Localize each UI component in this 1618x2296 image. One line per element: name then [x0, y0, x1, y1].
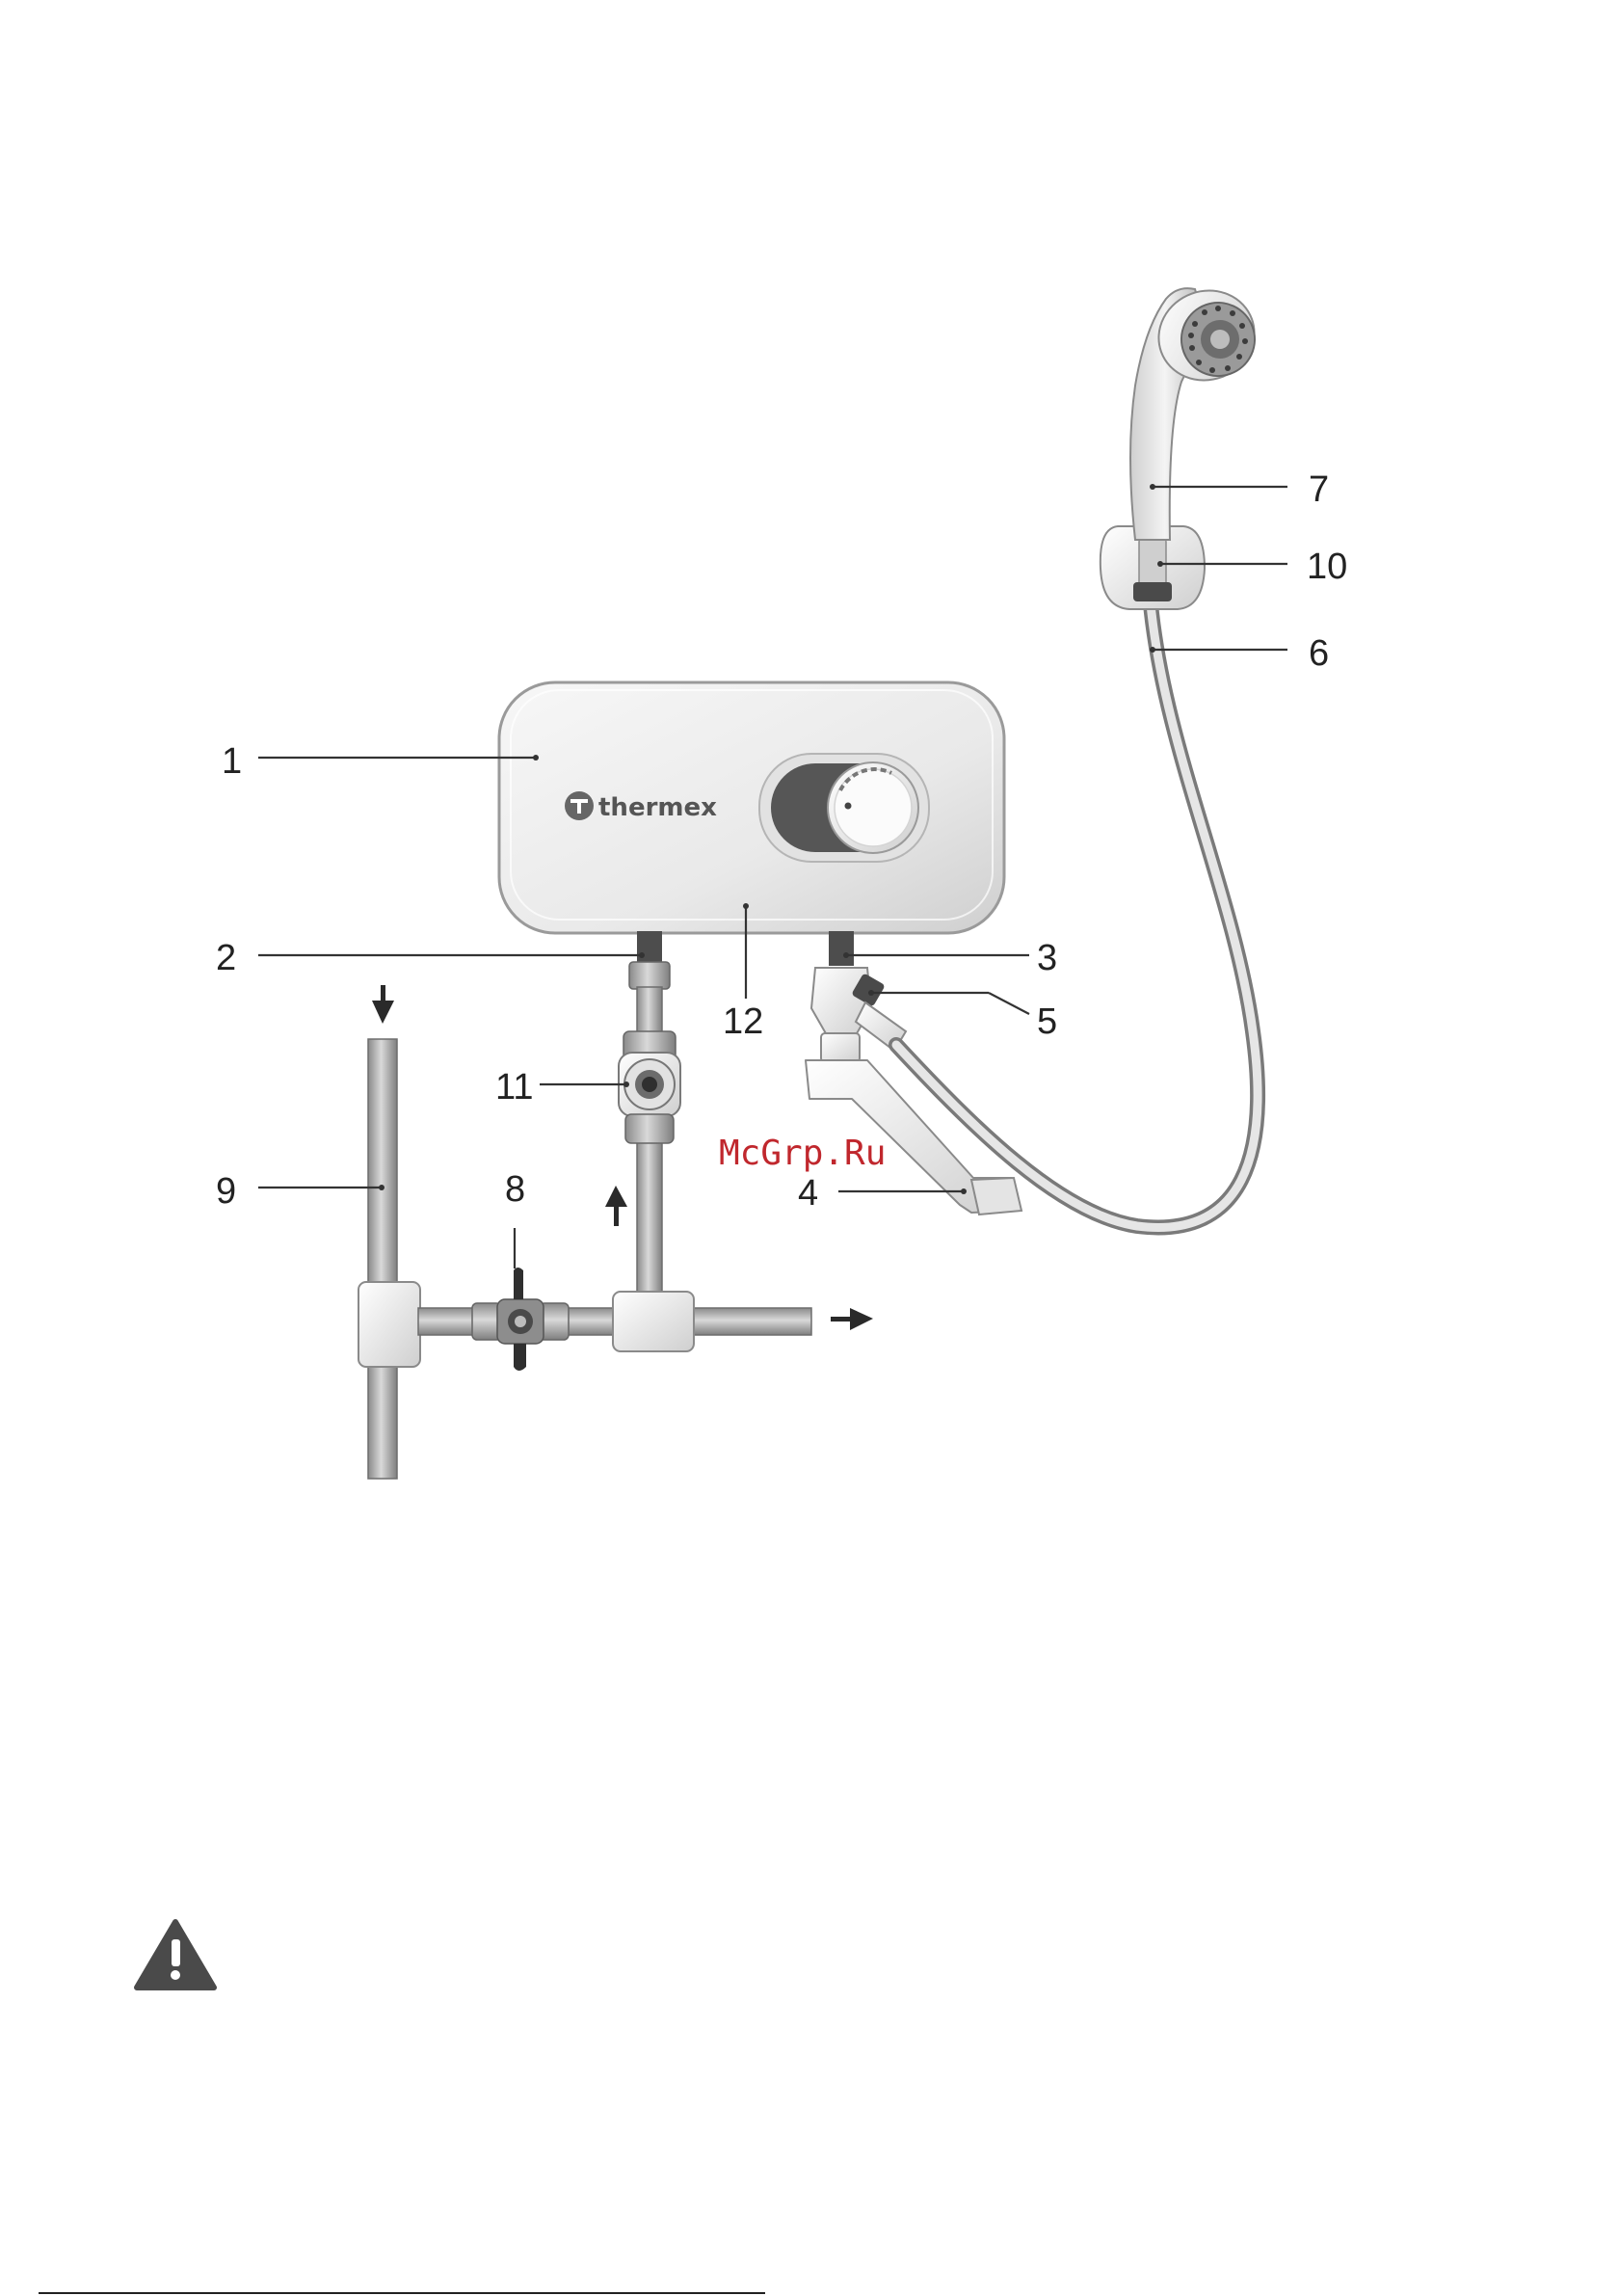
- callout-2: 2: [216, 938, 236, 978]
- callout-6: 6: [1309, 633, 1329, 674]
- watermark: McGrp.Ru: [719, 1134, 886, 1173]
- flow-arrow-up-icon: [605, 1186, 627, 1226]
- callout-1: 1: [222, 741, 242, 782]
- thermex-logo: thermex: [565, 791, 717, 822]
- water-heater: thermex: [499, 682, 1004, 933]
- flow-arrow-right-icon: [831, 1308, 873, 1330]
- brand-name: thermex: [598, 793, 717, 822]
- callout-4: 4: [798, 1173, 818, 1214]
- shutoff-valve-8: [472, 1268, 569, 1371]
- warning-icon: [137, 1922, 214, 1988]
- callout-12: 12: [723, 1001, 763, 1042]
- callout-10: 10: [1307, 547, 1347, 587]
- callout-3: 3: [1037, 938, 1057, 978]
- shower-head: [1130, 278, 1267, 540]
- callout-7: 7: [1309, 469, 1329, 510]
- callout-11: 11: [495, 1067, 533, 1108]
- shutoff-valve-11: [619, 1031, 680, 1143]
- flow-arrow-down-icon: [372, 985, 394, 1024]
- callout-5: 5: [1037, 1001, 1057, 1042]
- callout-8: 8: [505, 1169, 525, 1210]
- temperature-control-knob: [759, 754, 929, 862]
- callout-9: 9: [216, 1171, 236, 1212]
